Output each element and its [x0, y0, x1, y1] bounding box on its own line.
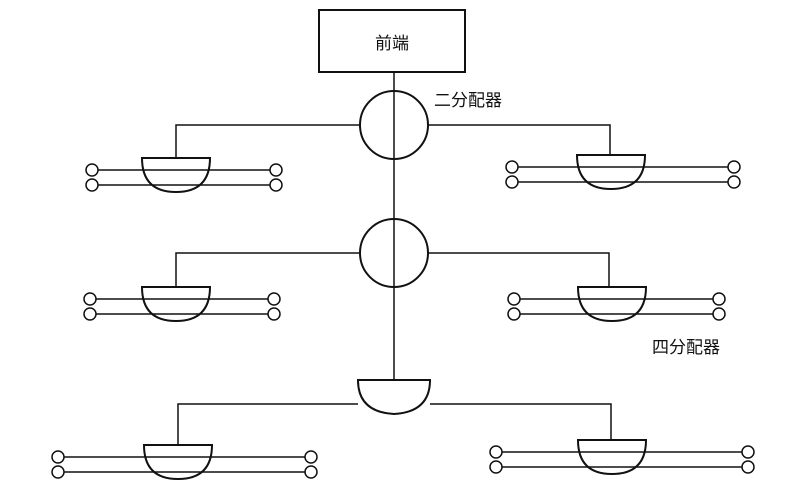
terminal-circle	[85, 178, 99, 192]
head-end-box	[318, 9, 466, 73]
terminal-circle	[304, 450, 318, 464]
tap-off	[140, 157, 212, 194]
branch-line-1-right	[428, 124, 611, 155]
terminal-circle	[304, 465, 318, 479]
tap-off	[576, 286, 648, 323]
tap-off	[140, 286, 212, 323]
terminal-circle	[712, 307, 726, 321]
terminal-circle	[727, 160, 741, 174]
branch-line-1-left	[175, 124, 360, 158]
terminal-circle	[489, 445, 503, 459]
terminal-circle	[269, 178, 283, 192]
branch-line-2-left	[175, 252, 360, 287]
terminal-circle	[741, 460, 755, 474]
tap-off	[576, 439, 648, 476]
terminal-circle	[83, 292, 97, 306]
terminal-circle	[83, 307, 97, 321]
terminal-circle	[712, 292, 726, 306]
terminal-circle	[85, 163, 99, 177]
four-way-splitter-label: 四分配器	[652, 338, 720, 358]
two-way-splitter-label: 二分配器	[434, 91, 502, 111]
outlet-2-right	[507, 286, 726, 323]
head-end-label: 前端	[375, 33, 409, 54]
branch-line-3-right	[430, 403, 612, 440]
terminal-circle	[507, 307, 521, 321]
tap-off	[142, 444, 214, 481]
outlet-2-left	[83, 286, 281, 323]
outlet-1-left	[85, 157, 283, 194]
tap-off	[575, 154, 647, 191]
outlet-3-right	[489, 439, 755, 476]
terminal-circle	[505, 160, 519, 174]
branch-line-3-left	[177, 403, 358, 445]
terminal-circle	[505, 175, 519, 189]
branch-line-2-right	[428, 252, 610, 287]
terminal-circle	[51, 450, 65, 464]
outlet-3-left	[51, 444, 318, 481]
terminal-circle	[269, 163, 283, 177]
terminal-circle	[727, 175, 741, 189]
terminal-circle	[51, 465, 65, 479]
terminal-circle	[267, 307, 281, 321]
four-way-splitter	[356, 379, 432, 416]
outlet-groups	[51, 154, 755, 481]
terminal-circle	[741, 445, 755, 459]
terminal-circle	[267, 292, 281, 306]
outlet-1-right	[505, 154, 741, 191]
terminal-circle	[507, 292, 521, 306]
terminal-circle	[489, 460, 503, 474]
